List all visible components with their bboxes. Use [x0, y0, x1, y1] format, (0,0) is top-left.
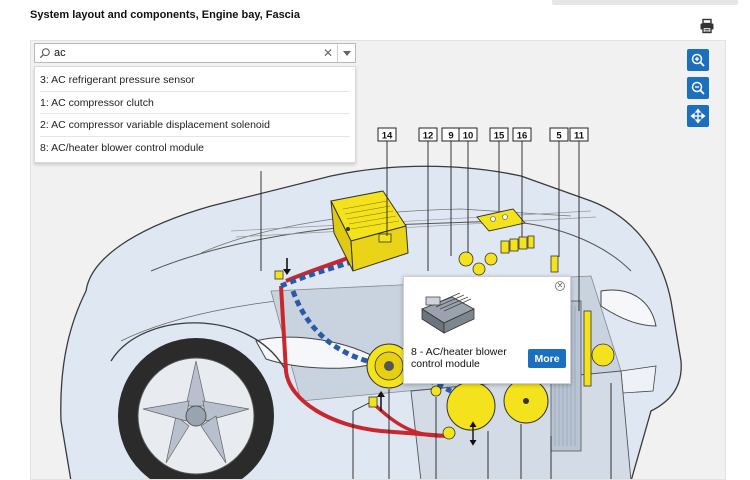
- callout-label: 11: [574, 131, 585, 142]
- callout-14[interactable]: 14: [377, 127, 397, 142]
- search-icon: [36, 44, 54, 62]
- callout-15[interactable]: 15: [489, 127, 509, 142]
- callout-5[interactable]: 5: [549, 127, 569, 142]
- search-box[interactable]: ✕: [34, 43, 356, 63]
- popup-component-label: 8 - AC/heater blower control module: [411, 346, 507, 370]
- zoom-in-button[interactable]: [687, 49, 709, 71]
- chevron-down-icon: [342, 50, 351, 56]
- callout-16[interactable]: 16: [512, 127, 532, 142]
- clear-search-button[interactable]: ✕: [319, 44, 337, 62]
- callout-11[interactable]: 11: [569, 127, 589, 142]
- callout-10[interactable]: 10: [458, 127, 478, 142]
- callout-12[interactable]: 12: [418, 127, 438, 142]
- page-title: System layout and components, Engine bay…: [30, 9, 300, 21]
- callout-label: 12: [423, 131, 434, 142]
- print-button[interactable]: [699, 18, 715, 34]
- callout-9[interactable]: 9: [441, 127, 461, 142]
- printer-icon: [700, 18, 714, 34]
- search-result-item[interactable]: 8: AC/heater blower control module: [40, 141, 205, 154]
- search-result-item[interactable]: 3: AC refrigerant pressure sensor: [40, 69, 350, 92]
- component-popup: ✕ 8 - AC/heater blower control module Mo…: [403, 276, 571, 384]
- callout-label: 5: [556, 131, 562, 142]
- diagram-viewer[interactable]: 14 12 9 10 15 16 5 11: [30, 40, 726, 480]
- callout-label: 10: [463, 131, 474, 142]
- close-icon: ✕: [322, 46, 334, 60]
- close-popup-button[interactable]: ✕: [555, 281, 565, 291]
- more-button[interactable]: More: [528, 349, 566, 368]
- callout-label: 9: [448, 131, 453, 142]
- header-tab-stub: [552, 0, 738, 5]
- callout-label: 14: [382, 131, 393, 142]
- zoom-in-icon: [691, 53, 705, 67]
- fit-screen-button[interactable]: [687, 105, 709, 127]
- search-results-list: 3: AC refrigerant pressure sensor 1: AC …: [34, 66, 356, 163]
- fit-screen-icon: [690, 108, 706, 124]
- search-result-item[interactable]: 2: AC compressor variable displacement s…: [40, 114, 350, 137]
- blower-control-module-image: [421, 292, 475, 334]
- zoom-out-button[interactable]: [687, 77, 709, 99]
- search-result-item[interactable]: 1: AC compressor clutch: [40, 92, 350, 114]
- callout-label: 16: [517, 131, 528, 142]
- callout-label: 15: [494, 131, 505, 142]
- zoom-out-icon: [691, 81, 705, 95]
- search-input[interactable]: [54, 44, 319, 62]
- dropdown-toggle-button[interactable]: [337, 44, 355, 62]
